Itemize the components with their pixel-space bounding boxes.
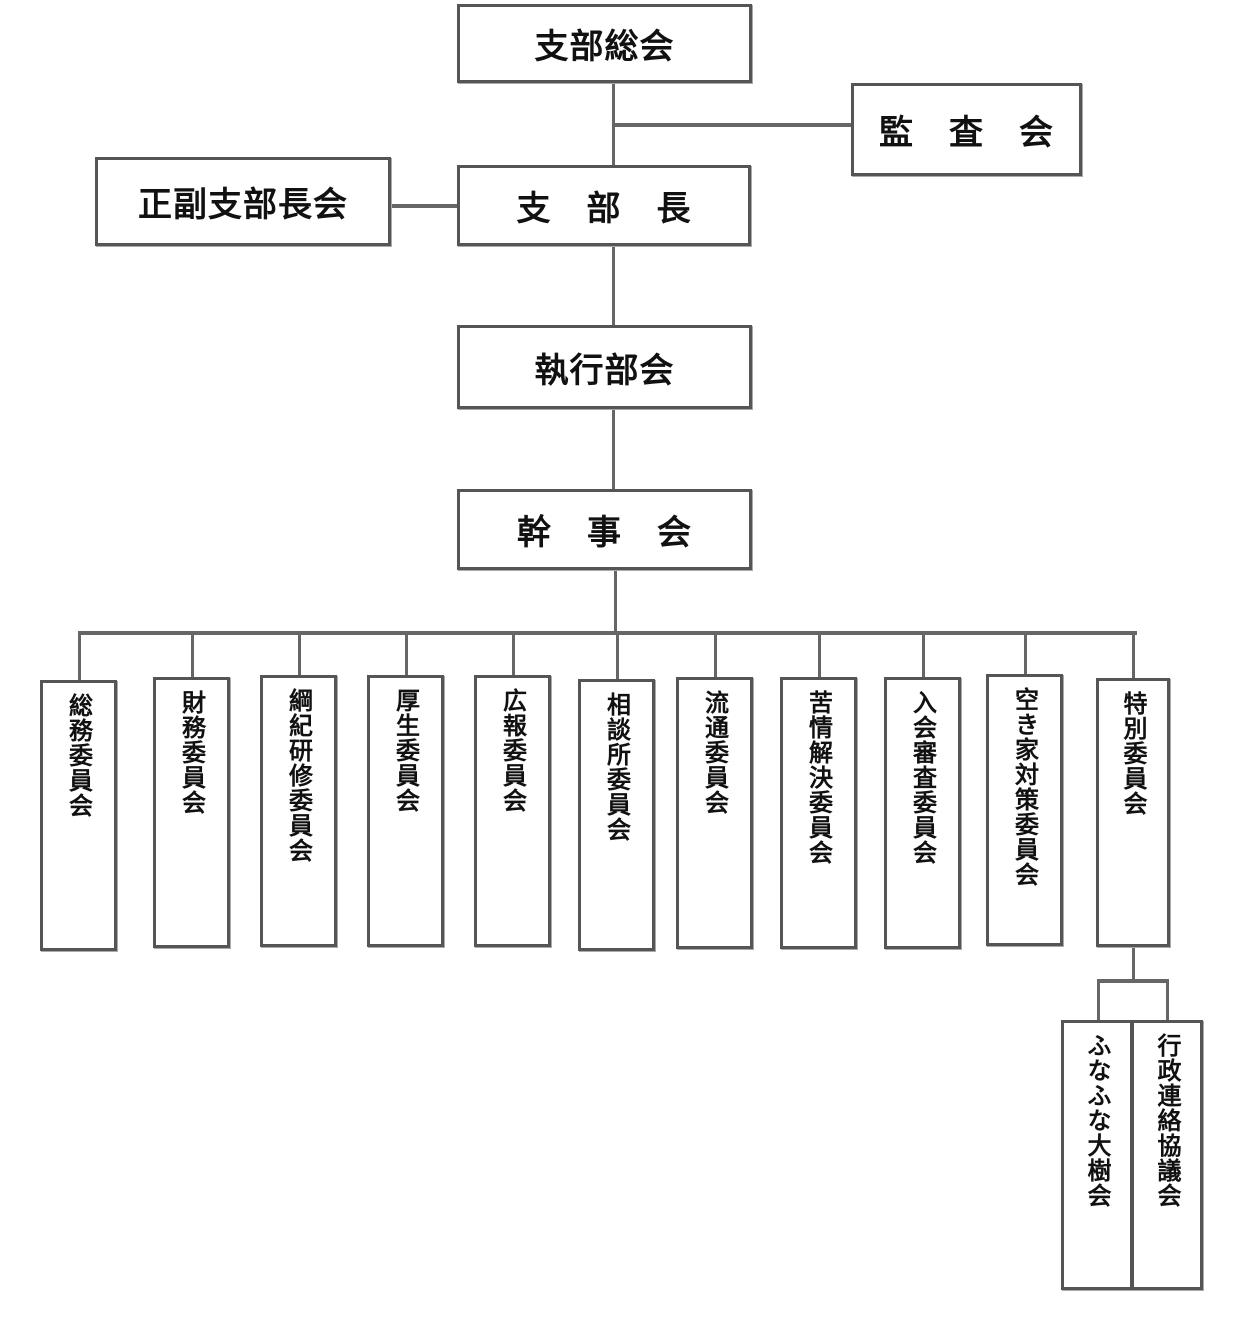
- committee-label: 流通委員会: [700, 690, 729, 815]
- audit-label: 監 査 会: [879, 113, 1054, 153]
- line-special-right-drop: [1166, 979, 1169, 1021]
- line-secretariat-down: [614, 569, 617, 633]
- committee-label: 綱紀研修委員会: [284, 688, 313, 863]
- line-vice-to-chief: [389, 204, 458, 208]
- special-sub-label: 行政連絡協議会: [1153, 1033, 1181, 1208]
- line-committee-drop: [1132, 631, 1135, 678]
- box-general-meeting: 支部総会: [457, 4, 752, 83]
- line-special-down: [1132, 945, 1135, 981]
- line-special-bus: [1097, 979, 1169, 983]
- box-audit: 監 査 会: [851, 83, 1082, 176]
- committee-label: 特別委員会: [1119, 691, 1147, 816]
- line-committee-drop: [713, 631, 717, 677]
- line-special-left-drop: [1097, 979, 1100, 1021]
- committee-label: 入会審査委員会: [908, 690, 937, 865]
- line-committee-drop: [817, 631, 821, 677]
- committee-label: 財務委員会: [177, 690, 206, 815]
- committee-box: 空き家対策委員会: [986, 674, 1063, 946]
- committee-box: 厚生委員会: [367, 675, 444, 947]
- line-committee-drop: [615, 631, 619, 679]
- box-secretariat: 幹 事 会: [457, 489, 752, 570]
- line-committee-drop: [297, 631, 301, 675]
- line-committee-drop: [511, 631, 515, 675]
- line-committee-drop: [77, 631, 81, 680]
- committee-label: 空き家対策委員会: [1010, 687, 1039, 887]
- committee-label: 総務委員会: [64, 693, 93, 818]
- line-exec-to-secretariat: [612, 408, 615, 490]
- box-vice-meeting: 正副支部長会: [95, 157, 391, 246]
- line-committee-drop: [1023, 631, 1027, 674]
- line-committee-drop: [190, 631, 194, 677]
- branch-chief-label: 支 部 長: [516, 189, 692, 229]
- special-sub-box: ふなふな大樹会: [1061, 1020, 1133, 1290]
- line-committee-bus: [79, 631, 1137, 635]
- committee-label: 厚生委員会: [391, 688, 420, 813]
- executive-label: 執行部会: [534, 350, 675, 391]
- committee-box: 綱紀研修委員会: [260, 675, 337, 947]
- committee-box-special: 特別委員会: [1096, 678, 1170, 947]
- line-committee-drop: [921, 631, 925, 677]
- committee-box: 財務委員会: [153, 677, 230, 948]
- special-sub-box: 行政連絡協議会: [1131, 1020, 1203, 1290]
- line-committee-drop: [404, 631, 408, 675]
- special-sub-label: ふなふな大樹会: [1083, 1033, 1111, 1208]
- general-meeting-label: 支部総会: [534, 27, 675, 67]
- committee-label: 相談所委員会: [602, 692, 631, 842]
- committee-box: 相談所委員会: [578, 679, 655, 951]
- line-chief-to-exec: [612, 244, 615, 326]
- vice-meeting-label: 正副支部長会: [138, 185, 348, 225]
- box-executive: 執行部会: [457, 325, 752, 409]
- committee-box: 広報委員会: [474, 675, 551, 947]
- committee-box: 総務委員会: [40, 680, 117, 951]
- committee-label: 苦情解決委員会: [804, 690, 833, 865]
- committee-box: 苦情解決委員会: [780, 677, 857, 949]
- committee-label: 広報委員会: [498, 688, 527, 813]
- secretariat-label: 幹 事 会: [517, 513, 692, 553]
- line-to-audit: [612, 123, 852, 127]
- committee-box: 入会審査委員会: [884, 677, 961, 949]
- box-branch-chief: 支 部 長: [457, 165, 751, 246]
- committee-box: 流通委員会: [676, 677, 753, 949]
